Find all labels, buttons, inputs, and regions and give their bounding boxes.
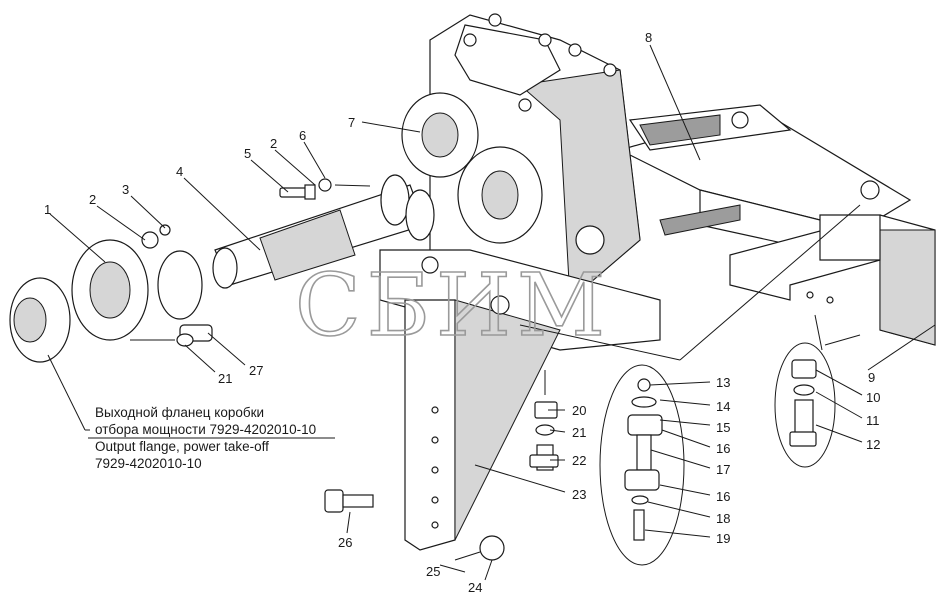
cover-flanges [401, 13, 880, 315]
caption-ru-line1: Выходной фланец коробки [95, 405, 264, 420]
mount-stack [599, 364, 685, 566]
mounting-bracket [379, 249, 661, 551]
callout-10: 10 [866, 390, 880, 405]
callout-13: 13 [716, 375, 730, 390]
callout-6: 6 [299, 128, 306, 143]
callout-22: 22 [572, 453, 586, 468]
bolt-set-top [279, 178, 332, 200]
callout-21a: 21 [572, 425, 586, 440]
callout-25: 25 [426, 564, 440, 579]
callout-12: 12 [866, 437, 880, 452]
callout-5: 5 [244, 146, 251, 161]
callout-4: 4 [176, 164, 183, 179]
callout-21b: 21 [218, 371, 232, 386]
caption-en-line1: Output flange, power take-off [95, 439, 269, 454]
drive-shaft [157, 174, 435, 320]
callout-2a: 2 [89, 192, 96, 207]
callout-2b: 2 [270, 136, 277, 151]
right-fasteners [774, 342, 836, 468]
callout-15: 15 [716, 420, 730, 435]
callout-9: 9 [868, 370, 875, 385]
callout-17: 17 [716, 462, 730, 477]
callout-24: 24 [468, 580, 482, 595]
callout-labels: 1 2 2 3 4 5 6 7 8 9 10 11 12 13 14 15 16… [44, 30, 880, 595]
output-flange [9, 224, 213, 363]
center-fasteners [529, 401, 559, 471]
callout-26: 26 [338, 535, 352, 550]
callout-20: 20 [572, 403, 586, 418]
caption: Выходной фланец коробки отбора мощности … [88, 405, 335, 471]
callout-11: 11 [866, 413, 880, 428]
callout-8: 8 [645, 30, 652, 45]
callout-1: 1 [44, 202, 51, 217]
callout-16b: 16 [716, 489, 730, 504]
loose-bolts [324, 489, 505, 561]
callout-7: 7 [348, 115, 355, 130]
callout-16a: 16 [716, 441, 730, 456]
callout-27: 27 [249, 363, 263, 378]
caption-en-line2: 7929-4202010-10 [95, 456, 202, 471]
watermark: СБИМ [295, 256, 611, 356]
callout-18: 18 [716, 511, 730, 526]
callout-23: 23 [572, 487, 586, 502]
leader-lines [47, 44, 936, 581]
callout-14: 14 [716, 399, 730, 414]
caption-ru-line2: отбора мощности 7929-4202010-10 [95, 422, 316, 437]
callout-19: 19 [716, 531, 730, 546]
pto-housing [429, 14, 792, 315]
callout-3: 3 [122, 182, 129, 197]
